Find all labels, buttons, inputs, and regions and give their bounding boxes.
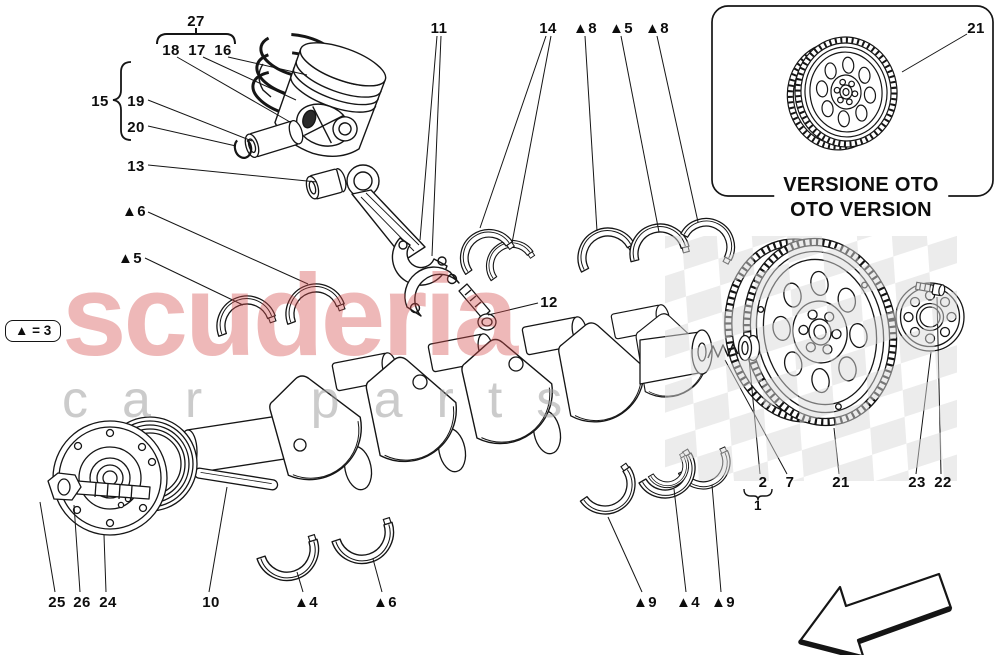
callout-triangle-5-b: ▲5 (609, 20, 633, 37)
thrust-bearing-shell (576, 462, 648, 527)
callout-triangle-4-left: ▲4 (294, 594, 318, 611)
crank-pulley-bolt (47, 472, 151, 501)
callout-triangle-9-a: ▲9 (633, 594, 657, 611)
callout-19: 19 (127, 93, 145, 110)
callout-21: 21 (832, 474, 850, 491)
inset-title-italian: VERSIONE OTO (774, 174, 948, 197)
callout-triangle-8-b: ▲8 (645, 20, 669, 37)
callout-triangle-6-upper: ▲6 (122, 203, 146, 220)
callout-14: 14 (539, 20, 557, 37)
bearing-shell (207, 286, 278, 342)
callout-7: 7 (785, 474, 795, 491)
callout-24: 24 (99, 594, 117, 611)
bearing-shell (566, 216, 638, 278)
callout-23: 23 (908, 474, 926, 491)
callout-18: 18 (162, 42, 180, 59)
woodruff-key (193, 467, 279, 491)
callout-15: 15 (91, 93, 109, 110)
callout-triangle-9-b: ▲9 (711, 594, 735, 611)
callout-2: 2 (758, 474, 768, 491)
callout-25: 25 (48, 594, 66, 611)
callout-12: 12 (540, 294, 558, 311)
callout-13: 13 (127, 158, 145, 175)
checker-watermark (665, 236, 957, 481)
small-end-bushing (305, 168, 347, 200)
callout-26: 26 (73, 594, 91, 611)
piston (274, 42, 387, 157)
gudgeon-pin (244, 120, 304, 158)
callout-triangle-5-upper: ▲5 (118, 250, 142, 267)
crankshaft (178, 302, 720, 497)
rod-cap (404, 266, 460, 317)
callout-1: 1 (754, 498, 762, 513)
callout-11: 11 (430, 20, 448, 37)
callout-17: 17 (188, 42, 206, 59)
circlip (233, 137, 253, 159)
callout-triangle-8-a: ▲8 (573, 20, 597, 37)
callout-10: 10 (202, 594, 220, 611)
inset-title-english: OTO VERSION (790, 199, 932, 221)
callout-triangle-6-lower: ▲6 (373, 594, 397, 611)
callout-22: 22 (934, 474, 952, 491)
callout-16: 16 (214, 42, 232, 59)
direction-arrow-icon (798, 572, 953, 655)
callout-triangle-4-right: ▲4 (676, 594, 700, 611)
callout-21-inset: 21 (967, 20, 985, 37)
rod-bolt (458, 283, 497, 331)
callout-20: 20 (127, 119, 145, 136)
inset-flywheel (786, 36, 898, 151)
bearing-shell (254, 533, 328, 590)
callout-brackets (112, 28, 773, 501)
callout-27: 27 (187, 13, 205, 30)
triangle-quantity-legend: ▲ = 3 (5, 320, 62, 342)
bearing-shell (276, 274, 347, 330)
bearing-shell (329, 516, 403, 573)
